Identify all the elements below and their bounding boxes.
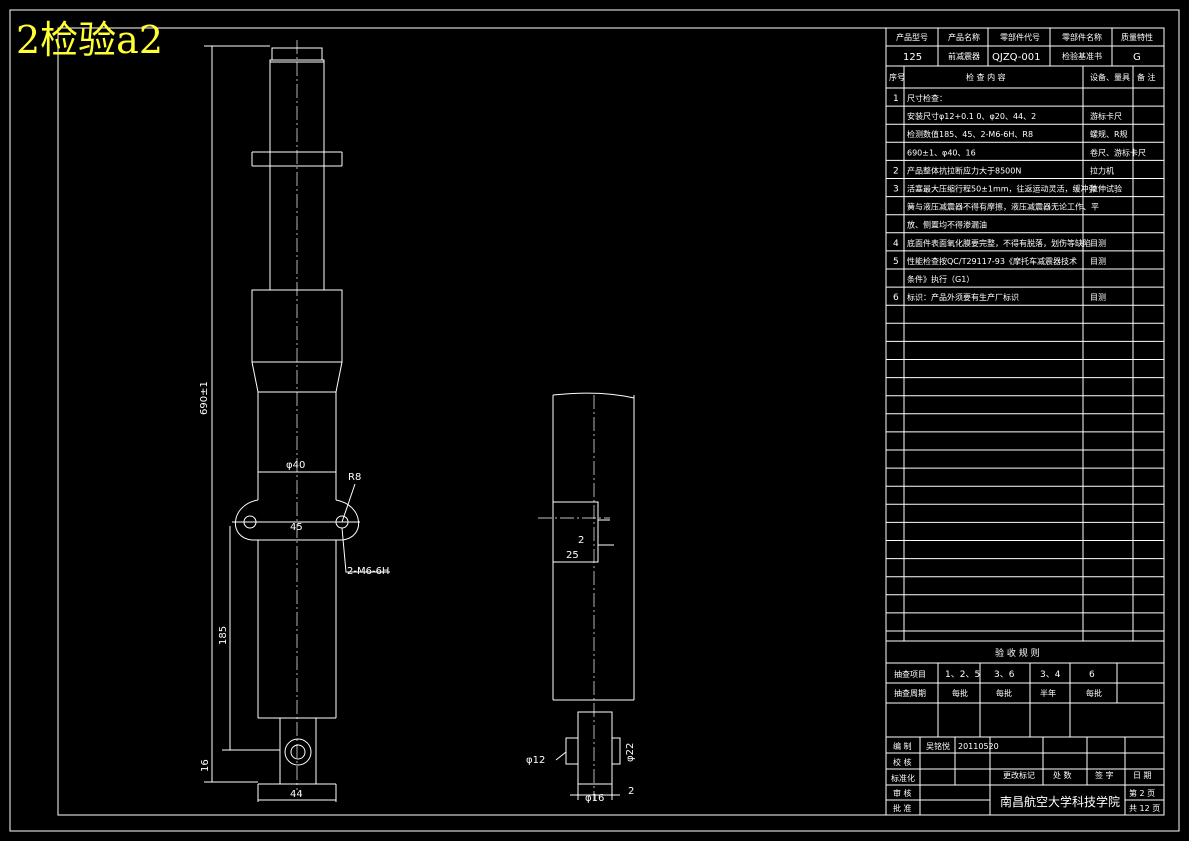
rule-item-2: 3、6: [994, 670, 1015, 680]
dim-hole-distance: 45: [290, 522, 303, 533]
rev-sign-label: 签 字: [1095, 770, 1114, 780]
row-number: 3: [893, 185, 899, 195]
row-content: 放、侧置均不得渗漏油: [907, 220, 987, 230]
rule-cycle-label: 抽查周期: [894, 688, 926, 698]
val-model: 125: [903, 52, 922, 63]
hdr-quality: 质量特性: [1121, 32, 1153, 42]
row-number: 4: [893, 239, 899, 249]
rule-title: 验 收 规 则: [995, 647, 1040, 659]
row-number: 5: [893, 257, 899, 267]
sign-standard-label: 标准化: [891, 773, 915, 783]
row-content: 性能检查按QC/T29117-93《摩托车减震器技术: [907, 256, 1077, 266]
row-tool: 拉伸试验: [1090, 184, 1122, 194]
dim-total-length: 690±1: [199, 381, 210, 415]
dim-side-width-25: 25: [566, 550, 579, 561]
page-number: 第 2 页: [1129, 788, 1155, 798]
val-part-name: 检验基准书: [1062, 51, 1102, 61]
sheet-title-label: 2检验a2: [16, 18, 164, 62]
row-content: 检测数值185、45、2-M6-6H、R8: [907, 129, 1033, 139]
page-total: 共 12 页: [1129, 804, 1160, 813]
rule-item-4: 6: [1089, 670, 1095, 680]
sign-approver-label: 批 准: [893, 803, 912, 813]
col-no: 序号: [889, 72, 905, 82]
row-tool: 游标卡尺: [1090, 111, 1122, 121]
sign-editor-label: 编 制: [893, 741, 912, 751]
row-tool: 目测: [1090, 293, 1106, 302]
dim-pin-diameter: φ12: [526, 755, 545, 766]
rev-mark-label: 更改标记: [1003, 770, 1035, 780]
row-tool: 目测: [1090, 257, 1106, 266]
rev-count-label: 处 数: [1053, 770, 1072, 780]
sign-reviewer-label: 审 核: [893, 788, 912, 798]
dim-height-185: 185: [218, 626, 229, 645]
row-tool: 拉力机: [1090, 165, 1114, 175]
row-tool: 目测: [1090, 239, 1106, 248]
rev-date-label: 日 期: [1133, 771, 1152, 780]
dim-width-44: 44: [290, 789, 303, 800]
inspection-table: 产品型号 产品名称 零部件代号 零部件名称 质量特性 125 前减震器 QJZQ…: [885, 27, 1165, 816]
row-content: 活塞最大压缩行程50±1mm，往返运动灵活，缓冲弹: [907, 184, 1097, 194]
dim-side-gap: 2: [628, 786, 634, 797]
rule-items-label: 抽查项目: [894, 669, 926, 679]
editor-name: 吴铭悦: [926, 741, 950, 751]
val-name: 前减震器: [948, 51, 980, 61]
row-content: 尺寸检查：: [907, 93, 947, 103]
rule-cycle-2: 每批: [996, 688, 1012, 698]
row-content: 条件》执行（G1）: [907, 274, 974, 284]
row-content: 产品整体抗拉断应力大于8500N: [907, 165, 1021, 175]
row-content: 底面件表面氧化膜要完整，不得有脱落，划伤等缺陷: [907, 238, 1091, 248]
row-content: 690±1、φ40、16: [907, 148, 976, 157]
row-number: 1: [893, 94, 899, 104]
col-remark: 备 注: [1137, 72, 1156, 82]
row-content: 簧与液压减震器不得有摩擦，液压减震器无论工作、平: [907, 202, 1099, 212]
dim-radius: R8: [348, 472, 361, 483]
hdr-part-name: 零部件名称: [1062, 32, 1102, 42]
rule-cycle-1: 每批: [952, 688, 968, 698]
dim-side-diameter-16: φ16: [585, 793, 604, 804]
school-name: 南昌航空大学科技学院: [1000, 794, 1120, 809]
front-view: 690±1 φ40 R8 45 2-M6-6H 185 16 44: [199, 40, 390, 802]
edit-date: 20110520: [958, 742, 999, 751]
hdr-product-model: 产品型号: [896, 32, 928, 42]
val-quality: G: [1133, 52, 1141, 63]
dim-height-16: 16: [200, 759, 211, 772]
col-tool: 设备、量具: [1090, 72, 1130, 82]
row-tool: 螺规、R规: [1090, 129, 1128, 139]
hdr-product-name: 产品名称: [948, 32, 980, 42]
sign-checker-label: 校 核: [893, 757, 912, 767]
col-content: 检 查 内 容: [966, 72, 1006, 82]
outer-border: [9, 9, 1180, 832]
rule-item-3: 3、4: [1040, 670, 1061, 680]
hdr-part-code: 零部件代号: [1000, 32, 1040, 42]
dim-body-diameter: φ40: [286, 460, 305, 471]
val-code: QJZQ-001: [992, 52, 1041, 63]
rule-item-1: 1、2、5: [945, 670, 980, 680]
dim-right-diameter: φ22: [625, 743, 636, 762]
row-content: 安装尺寸φ12+0.1 0、φ20、44、2: [907, 111, 1036, 121]
rule-cycle-3: 半年: [1040, 688, 1056, 698]
rule-cycle-4: 每批: [1086, 688, 1102, 698]
row-number: 2: [893, 166, 899, 176]
dim-thread: 2-M6-6H: [347, 566, 389, 577]
dim-side-offset: 2: [578, 535, 584, 546]
row-number: 6: [893, 293, 899, 303]
side-view: 2 25 φ16 2 φ12 φ22: [526, 392, 636, 804]
row-content: 标识：产品外须要有生产厂标识: [907, 292, 1019, 302]
row-tool: 卷尺、游标卡尺: [1090, 147, 1146, 157]
